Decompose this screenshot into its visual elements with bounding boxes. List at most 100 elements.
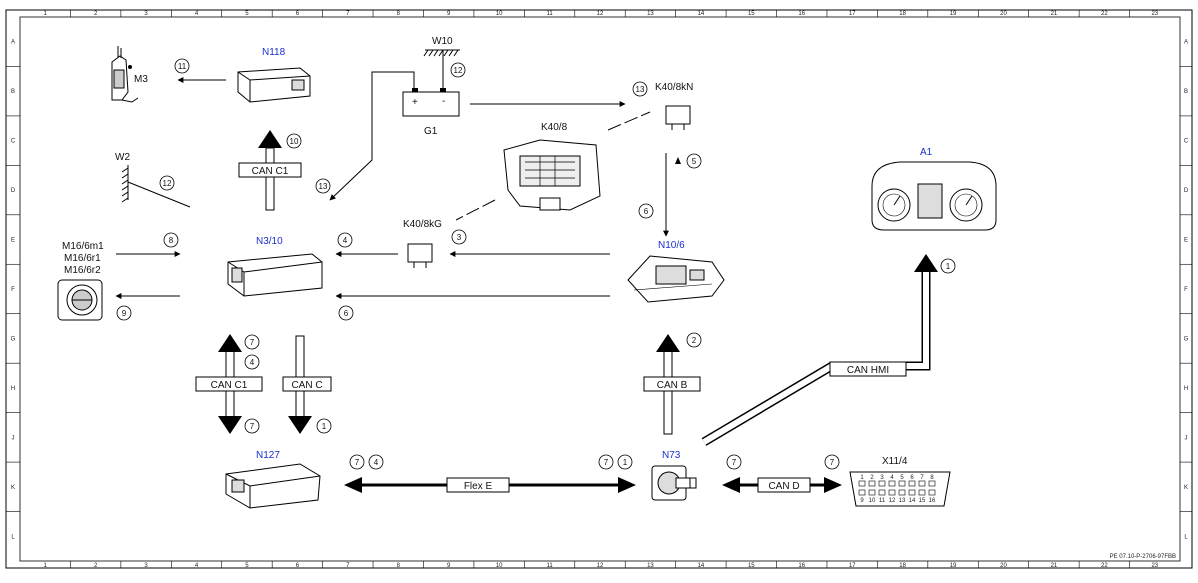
- obd-pin-label-12: 12: [889, 498, 896, 504]
- callout-circle-m-1-a1: [940, 258, 956, 274]
- callout-number-m-7-cand-left: 7: [732, 458, 737, 467]
- grid-row-right-C: C: [1184, 139, 1189, 145]
- can-c1-lower-label: CAN C1: [211, 380, 248, 391]
- grid-col-top-11: 11: [546, 11, 553, 17]
- callout-circle-m-4-k40kg: [337, 232, 353, 248]
- callout-number-m-7-cand-right: 7: [830, 458, 835, 467]
- grid-col-bottom-8: 8: [397, 563, 401, 569]
- obd-pin-12: [888, 489, 896, 496]
- can-b-box: [643, 376, 701, 392]
- w2-label: W2: [115, 152, 130, 163]
- callout-number-m-9: 9: [122, 309, 127, 318]
- can-c-box: [282, 376, 332, 392]
- n73-label: N73: [662, 450, 681, 461]
- callout-circle-m-3: [451, 229, 467, 245]
- obd-pin-label-13: 13: [899, 498, 906, 504]
- obd-pin-label-2: 2: [870, 475, 874, 481]
- callout-circle-m-7-n73: [598, 454, 614, 470]
- callout-number-m-7-n127: 7: [355, 458, 360, 467]
- grid-col-bottom-9: 9: [447, 563, 451, 569]
- callout-number-m-7-n73: 7: [604, 458, 609, 467]
- link-k40-8-to-k40-8kg: [455, 199, 496, 221]
- grid-col-bottom-18: 18: [899, 563, 906, 569]
- grid-col-bottom-23: 23: [1151, 563, 1158, 569]
- can-c-label: CAN C: [291, 380, 322, 391]
- callout-circle-m-4-c1: [244, 354, 260, 370]
- obd-pin-15: [918, 489, 926, 496]
- obd-pin-10: [868, 489, 876, 496]
- grid-col-bottom-16: 16: [798, 563, 805, 569]
- a1-label: A1: [920, 147, 933, 158]
- callout-number-m-4-c1: 4: [250, 358, 255, 367]
- grid-col-bottom-6: 6: [296, 563, 300, 569]
- obd-pin-11: [878, 489, 886, 496]
- grid-col-bottom-7: 7: [346, 563, 350, 569]
- grid-col-bottom-21: 21: [1051, 563, 1058, 569]
- obd-pin-7: [918, 480, 926, 487]
- inner-frame: [19, 16, 1181, 562]
- can-d-box: [757, 477, 811, 493]
- callout-circle-m-6-n106: [638, 203, 654, 219]
- n118-label: N118: [262, 47, 286, 58]
- can-d-label: CAN D: [768, 481, 799, 492]
- n3-10-label: N3/10: [256, 236, 283, 247]
- grid-col-top-6: 6: [296, 11, 300, 17]
- grid-row-right-K: K: [1184, 485, 1188, 491]
- k40-8kg-label: K40/8kG: [403, 219, 442, 230]
- x11-4-diagnostic-connector-icon: [849, 471, 951, 507]
- obd-pin-13: [898, 489, 906, 496]
- grid-row-left-L: L: [11, 534, 15, 540]
- callout-number-m-13-n3: 13: [319, 182, 328, 191]
- grid-col-top-5: 5: [245, 11, 249, 17]
- obd-pin-label-6: 6: [910, 475, 914, 481]
- callout-circle-m-1-canc: [316, 418, 332, 434]
- n127-label: N127: [256, 450, 280, 461]
- callout-circle-m-12-w10: [450, 62, 466, 78]
- callout-number-m-3: 3: [457, 233, 462, 242]
- obd-pin-label-3: 3: [880, 475, 884, 481]
- obd-pin-label-9: 9: [860, 498, 864, 504]
- grid-row-right-H: H: [1184, 386, 1188, 392]
- grid-col-bottom-10: 10: [496, 563, 503, 569]
- a1-instrument-cluster-icon: [871, 161, 997, 231]
- grid-col-bottom-20: 20: [1000, 563, 1007, 569]
- callout-number-m-8: 8: [169, 236, 174, 245]
- grid-col-top-10: 10: [496, 11, 503, 17]
- callout-number-m-1-a1: 1: [946, 262, 951, 271]
- grid-row-right-F: F: [1184, 287, 1188, 293]
- x11-4-label: X11/4: [882, 456, 908, 467]
- callout-circle-m-4-n127: [368, 454, 384, 470]
- grid-col-top-14: 14: [698, 11, 705, 17]
- battery-minus: -: [442, 96, 445, 107]
- callout-number-m-4-k40kg: 4: [343, 236, 348, 245]
- n10-6-sam-control-unit-icon: [627, 255, 725, 303]
- bus-can-c1-to-n118: [258, 130, 282, 211]
- obd-pin-label-16: 16: [929, 498, 936, 504]
- grid-col-bottom-13: 13: [647, 563, 654, 569]
- k40-8-fuse-relay-module-icon: [503, 139, 601, 211]
- grid-col-bottom-1: 1: [44, 563, 48, 569]
- grid-row-right-J: J: [1185, 435, 1188, 441]
- callout-number-m-6-lower: 6: [344, 309, 349, 318]
- battery-plus: +: [412, 97, 418, 108]
- obd-pin-label-10: 10: [869, 498, 876, 504]
- callout-circle-m-7-n127: [349, 454, 365, 470]
- reference-code: PE 07.10-P-2706-97FBB: [1110, 554, 1176, 560]
- n73-ignition-switch-icon: [651, 465, 697, 501]
- flex-e-label: Flex E: [464, 481, 493, 492]
- grid-col-bottom-11: 11: [546, 563, 553, 569]
- grid-col-top-16: 16: [798, 11, 805, 17]
- obd-pin-3: [878, 480, 886, 487]
- callout-circle-m-13-k40kn: [632, 81, 648, 97]
- grid-col-bottom-17: 17: [849, 563, 856, 569]
- grid-row-left-F: F: [11, 287, 15, 293]
- m16-6-throttle-valve-actuator-icon: [57, 279, 103, 321]
- grid-col-top-17: 17: [849, 11, 856, 17]
- w10-ground-symbol: [423, 49, 460, 90]
- callout-circle-m-10: [286, 133, 302, 149]
